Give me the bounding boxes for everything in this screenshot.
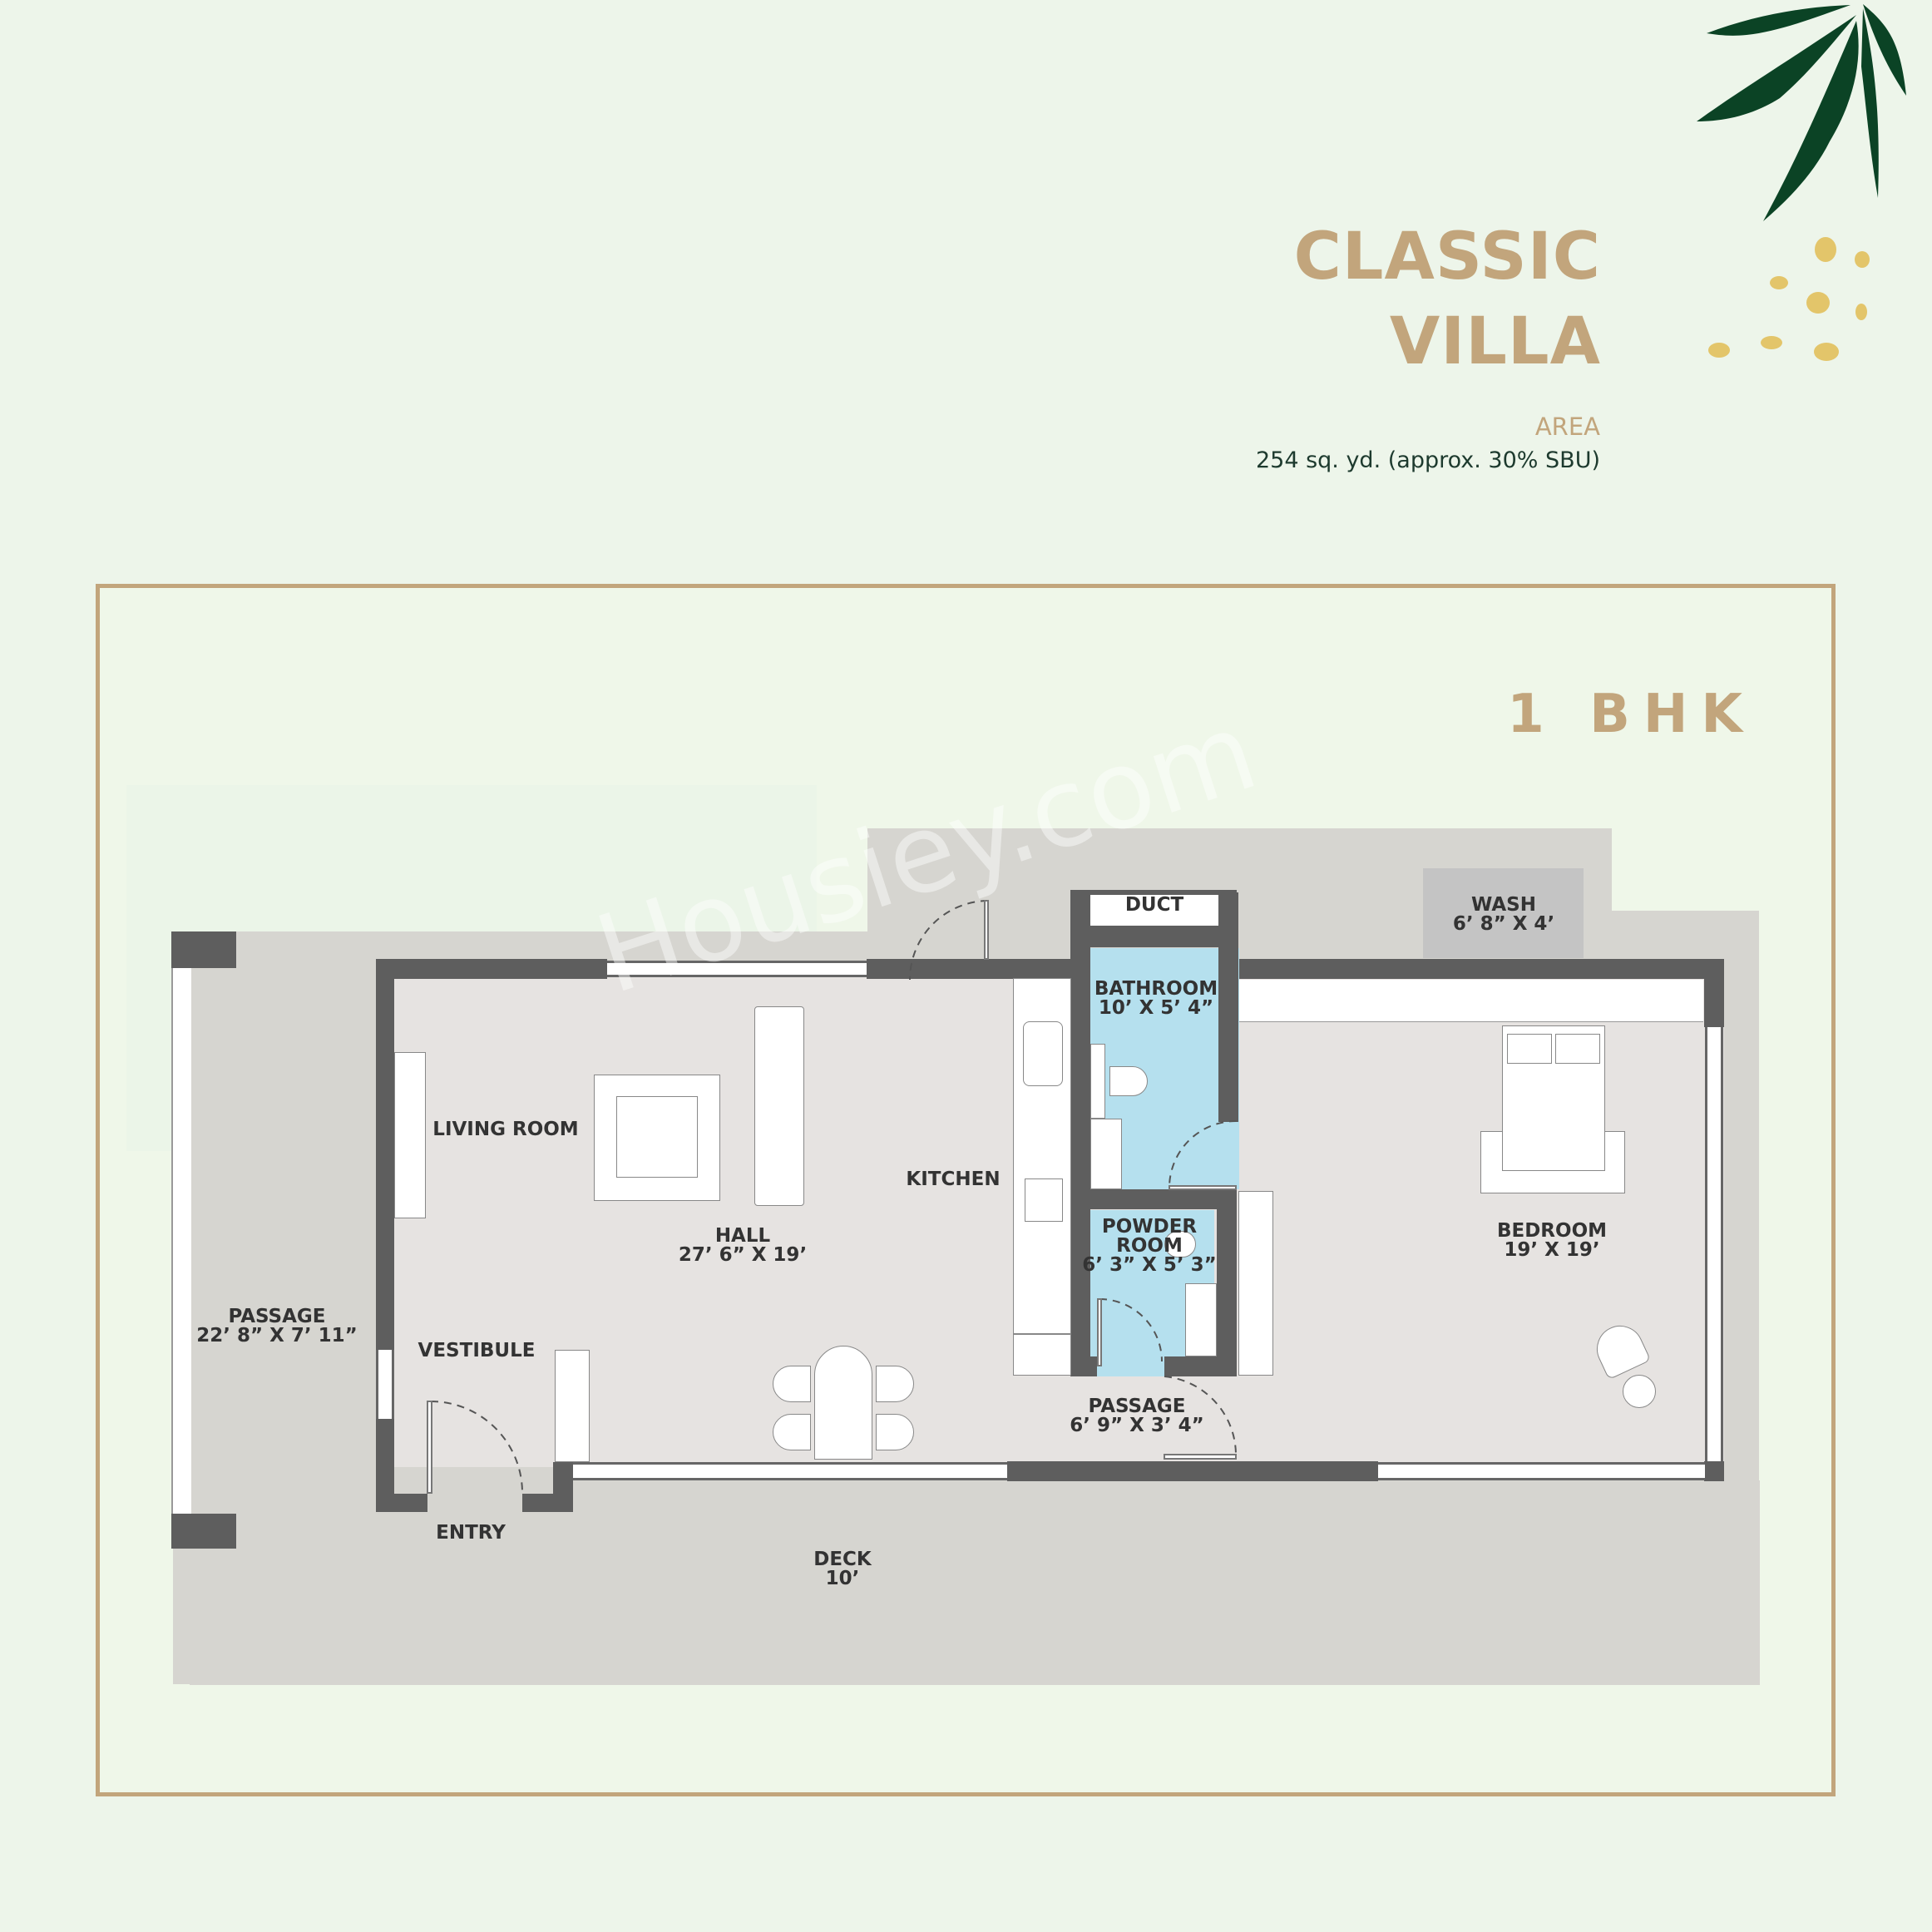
duct-label: DUCT [1124,894,1184,916]
tv-unit [394,1052,426,1218]
window-top-hall [607,961,867,977]
bathroom-basin [1090,1119,1122,1189]
dining-chair [773,1366,811,1402]
dining-table [814,1346,872,1460]
wall-powder-bottom-right [1164,1356,1237,1376]
powder-toilet [1164,1231,1196,1258]
kitchen-counter-end [1013,1334,1071,1376]
wall-right-bottom-corner [1704,1461,1724,1481]
dining-chair [876,1366,914,1402]
area-label: AREA [1534,413,1600,441]
dining-chair [773,1414,811,1450]
wall-entry-post [553,1462,573,1512]
pillow [1507,1034,1552,1064]
entry-label: ENTRY [436,1522,506,1544]
passage-left-strip [171,966,191,1532]
wall-top-mid [867,959,1075,979]
window-left-vestibule [376,1350,394,1420]
wall-top-right [1239,959,1723,979]
kitchen-label: KITCHEN [906,1169,1001,1190]
sofa [754,1006,804,1206]
pillow [1555,1034,1600,1064]
wall-entry-left [376,1494,427,1512]
unit-type-label: 1 BHK [1507,684,1756,745]
area-value: 254 sq. yd. (approx. 30% SBU) [1255,447,1600,473]
wall-duct-bottom [1070,926,1237,947]
window-right-bedroom [1705,1027,1723,1464]
wall-powder-right [1217,1189,1237,1376]
wall-bath-powder [1070,1189,1237,1209]
wall-top-left [376,959,607,979]
window-bottom-hall [573,1462,1008,1480]
wall-left-bottom [376,1419,394,1512]
wall-powder-bottom-left [1070,1356,1097,1376]
wall-bottom-mid [1007,1461,1378,1481]
side-table [1623,1375,1656,1408]
pillar-bottom-left [171,1514,236,1549]
title-line-2: VILLA [1389,304,1601,379]
vestibule-label: VESTIBULE [418,1340,536,1361]
toilet [1109,1066,1148,1096]
window-bottom-bedroom [1378,1462,1705,1480]
bathroom-counter [1090,1044,1105,1119]
powder-basin [1185,1283,1217,1356]
wall-duct-top [1070,890,1237,895]
deck-area [190,1480,1760,1685]
wall-bathroom-left [1070,892,1090,1375]
leaf-decoration-icon [1697,4,1906,361]
passage-cabinet [1238,1191,1273,1376]
living-room-label: LIVING ROOM [432,1119,579,1140]
vestibule-cabinet [555,1350,590,1462]
bedroom-white-strip [1238,980,1703,1022]
pillar-top-left [171,931,236,968]
kitchen-sink [1023,1021,1063,1086]
kitchen-stove [1025,1178,1063,1222]
duct-box [1090,892,1218,926]
title-line-1: CLASSIC [1293,220,1601,294]
wash-area [1423,868,1584,958]
dining-chair [876,1414,914,1450]
coffee-table-inner [616,1096,698,1178]
wall-right-top [1704,959,1724,1027]
wall-left-top [376,959,394,1350]
